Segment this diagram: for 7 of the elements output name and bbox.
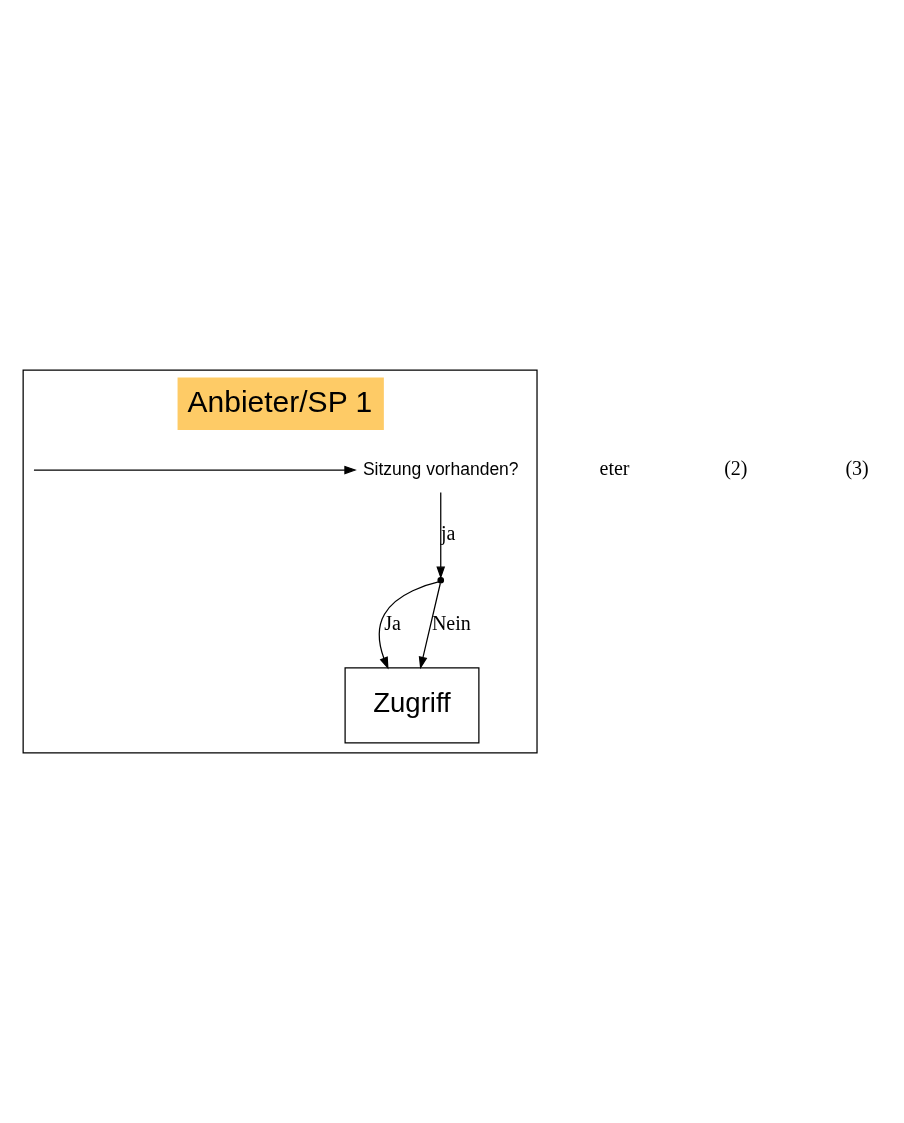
label: (3) xyxy=(845,456,869,479)
node-text: Sitzung vorhanden? xyxy=(362,458,519,479)
edge-label: ja xyxy=(441,521,456,544)
edge-label: Ja xyxy=(384,612,401,635)
label: eter xyxy=(599,456,630,479)
label: (2) xyxy=(724,456,748,479)
edge-label: Nein xyxy=(431,612,471,635)
